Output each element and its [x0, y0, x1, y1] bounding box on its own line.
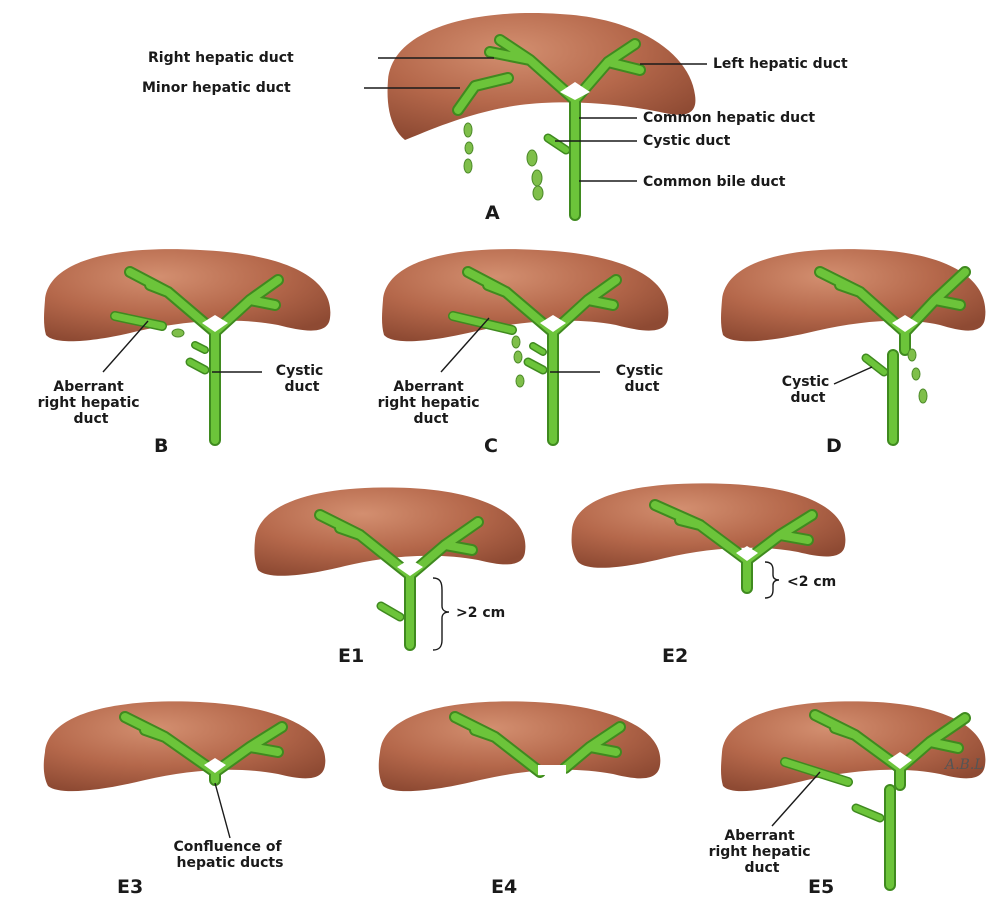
label-aberrant-b: Aberrant right hepatic duct [38, 379, 145, 427]
measure-e2: <2 cm [787, 574, 836, 590]
label-common-hepatic-duct: Common hepatic duct [643, 110, 815, 126]
panel-e3-id: E3 [117, 876, 143, 898]
label-cystic-duct: Cystic duct [643, 133, 731, 149]
panel-c-id: C [484, 435, 498, 457]
panel-e5: Aberrant right hepatic duct A.B.L E5 [709, 701, 986, 898]
label-cystic-d: Cystic duct [782, 374, 834, 406]
panel-d: Cystic duct D [721, 249, 985, 457]
panel-c: Aberrant right hepatic duct Cystic duct … [378, 249, 669, 457]
panel-a: Right hepatic duct Minor hepatic duct Le… [142, 13, 848, 224]
liver-b [44, 249, 330, 341]
brace-e1 [433, 578, 449, 650]
label-cystic-b: Cystic duct [276, 363, 328, 395]
panel-e3: Confluence of hepatic ducts E3 [44, 701, 326, 898]
artist-signature: A.B.L [943, 757, 984, 773]
label-common-bile-duct: Common bile duct [643, 174, 786, 190]
panel-a-id: A [485, 202, 500, 224]
panel-e4: E4 [379, 701, 661, 898]
label-cystic-c: Cystic duct [616, 363, 668, 395]
label-aberrant-e5: Aberrant right hepatic duct [709, 828, 816, 876]
label-left-hepatic-duct: Left hepatic duct [713, 56, 848, 72]
panel-b: Aberrant right hepatic duct Cystic duct … [38, 249, 331, 457]
measure-e1: >2 cm [456, 605, 505, 621]
liver-e4 [379, 701, 661, 791]
panel-b-id: B [154, 435, 168, 457]
panel-e1-id: E1 [338, 645, 364, 667]
brace-e2 [765, 562, 779, 598]
panel-e4-id: E4 [491, 876, 517, 898]
label-right-hepatic-duct: Right hepatic duct [148, 50, 294, 66]
label-confluence-e3: Confluence of hepatic ducts [174, 839, 287, 871]
panel-d-id: D [826, 435, 842, 457]
panel-e5-id: E5 [808, 876, 834, 898]
liver-c [382, 249, 668, 341]
panel-e1: >2 cm E1 [254, 487, 525, 667]
label-minor-hepatic-duct: Minor hepatic duct [142, 80, 291, 96]
bile-leak-a [464, 123, 543, 200]
panel-e2-id: E2 [662, 645, 688, 667]
panel-e2: <2 cm E2 [572, 483, 846, 667]
label-aberrant-c: Aberrant right hepatic duct [378, 379, 485, 427]
